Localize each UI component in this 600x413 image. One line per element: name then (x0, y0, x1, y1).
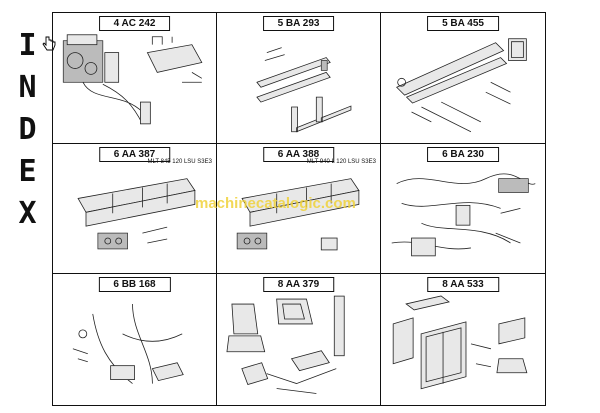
index-cell-cab[interactable]: 8 AA 533 (381, 274, 545, 405)
index-letter: X (18, 196, 38, 231)
cell-reference: 6 BA 230 (427, 146, 499, 162)
index-cell-chassis-845[interactable]: 6 AA 387 MLT 845 120 LSU S3E3 (53, 143, 217, 275)
index-letter: E (18, 154, 38, 189)
cell-reference: 5 BA 293 (262, 16, 335, 31)
cell-reference: 5 BA 455 (427, 16, 499, 31)
cell-reference: 4 AC 242 (98, 16, 171, 31)
index-letter: I (18, 28, 38, 63)
wiring-diagram (391, 173, 536, 256)
index-cell-boom[interactable]: 5 BA 455 (381, 13, 545, 144)
cell-reference: 8 AA 533 (427, 277, 499, 293)
watermark: machinecatalogic.com (195, 195, 356, 212)
model-label: MLT 845 120 LSU S3E3 (147, 158, 213, 165)
index-cell-seat[interactable]: 8 AA 379 (217, 274, 381, 405)
index-letter: N (18, 70, 38, 105)
engine-diagram (62, 34, 203, 125)
index-title: I N D E X (14, 28, 42, 232)
index-cell-chassis-940[interactable]: 6 AA 388 MLT 940 L 120 LSU S3E3 (217, 143, 381, 275)
chassis-diagram (236, 177, 360, 250)
index-cell-forks[interactable]: 5 BA 293 (217, 13, 381, 144)
cell-reference: 6 AA 387 (98, 146, 171, 162)
boom-diagram (396, 38, 527, 133)
index-cell-wiring[interactable]: 6 BA 230 (381, 144, 545, 275)
model-label: MLT 940 L 120 LSU S3E3 (306, 158, 376, 165)
cab-diagram (392, 295, 528, 390)
cell-reference: 8 AA 379 (262, 277, 335, 293)
controls-diagram (72, 304, 184, 385)
index-letter: D (18, 112, 38, 147)
seat-diagram (226, 296, 345, 395)
cell-reference: 6 AA 388 (262, 146, 335, 162)
index-cell-engine[interactable]: 4 AC 242 (53, 13, 217, 144)
parts-index-grid: 4 AC 242 5 BA 293 5 BA 455 (52, 12, 546, 406)
forks-diagram (256, 47, 352, 133)
chassis-diagram (77, 177, 196, 249)
index-cell-controls[interactable]: 6 BB 168 (53, 274, 217, 405)
cell-reference: 6 BB 168 (98, 277, 171, 293)
